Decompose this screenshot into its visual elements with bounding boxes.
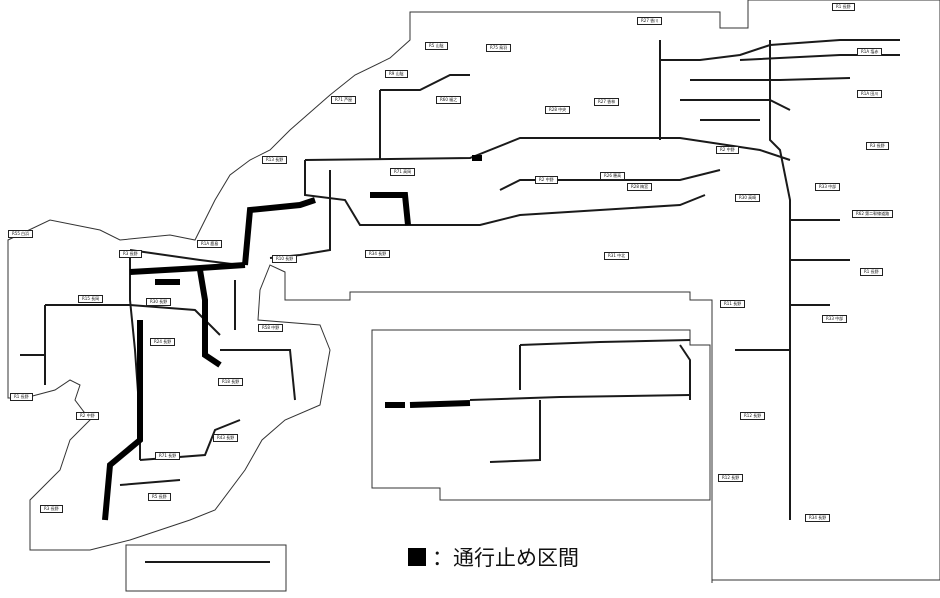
closure-segments bbox=[102, 155, 482, 521]
route-label: R1 長野 bbox=[860, 268, 883, 276]
route-label: R71 芦屋 bbox=[331, 96, 357, 104]
route-label: R1A 鹿島 bbox=[197, 240, 223, 248]
route-label: R3 長野 bbox=[119, 250, 142, 258]
route-label: R11 長野 bbox=[720, 300, 746, 308]
route-label: R5 山陰 bbox=[425, 42, 448, 50]
route-label: R30 長野 bbox=[146, 298, 172, 306]
route-label: R71 長野 bbox=[155, 452, 181, 460]
route-label: R3 長野 bbox=[866, 142, 889, 150]
route-label: R55 白浜 bbox=[8, 230, 34, 238]
route-label: R3 長野 bbox=[40, 505, 63, 513]
inner-region-boundary bbox=[371, 329, 711, 501]
route-label: R2 中野 bbox=[76, 412, 99, 420]
route-label: R30 高崎 bbox=[735, 194, 761, 202]
route-label: R1 長野 bbox=[10, 393, 33, 401]
route-label: R9 山陰 bbox=[385, 70, 408, 78]
route-label: R18 長野 bbox=[218, 378, 244, 386]
route-label: R15 長岡 bbox=[78, 295, 104, 303]
inset-box bbox=[125, 544, 287, 592]
route-label: R2 中野 bbox=[716, 146, 739, 154]
route-label: R2 中野 bbox=[535, 176, 558, 184]
route-label: R71 高岡 bbox=[390, 168, 416, 176]
route-label: R1 長野 bbox=[832, 3, 855, 11]
route-label: R60 福之 bbox=[436, 96, 462, 104]
route-label: R34 長野 bbox=[365, 250, 391, 258]
route-label: R34 長野 bbox=[805, 514, 831, 522]
legend-label: ：通行止め区間 bbox=[432, 546, 579, 570]
route-label: R31 中北 bbox=[604, 252, 630, 260]
region-boundary bbox=[7, 0, 940, 581]
route-label: R1A 田川 bbox=[857, 90, 883, 98]
road-network bbox=[20, 39, 900, 563]
map-legend: ：通行止め区間 bbox=[408, 540, 579, 574]
route-label: R33 中部 bbox=[815, 183, 841, 191]
route-label: R1A 塩赤 bbox=[857, 48, 883, 56]
route-label: R62 第二幹線道路 bbox=[852, 210, 894, 218]
route-label: R28 梅宮 bbox=[627, 183, 653, 191]
route-label: R26 穂高 bbox=[600, 172, 626, 180]
route-label: R58 中野 bbox=[258, 324, 284, 332]
route-label: R13 長野 bbox=[262, 156, 288, 164]
route-label: R10 長野 bbox=[272, 255, 298, 263]
route-label: R75 鳥羽 bbox=[486, 44, 512, 52]
route-label: R24 長野 bbox=[150, 338, 176, 346]
route-label: R27 香林 bbox=[594, 98, 620, 106]
route-label: R33 中部 bbox=[822, 315, 848, 323]
route-label: R27 香川 bbox=[637, 17, 663, 25]
route-label: R43 長野 bbox=[213, 434, 239, 442]
route-label: R12 長野 bbox=[740, 412, 766, 420]
route-label: R12 長野 bbox=[718, 474, 744, 482]
route-label: R5 長野 bbox=[148, 493, 171, 501]
closure-swatch-icon bbox=[408, 548, 426, 566]
route-label: R28 中央 bbox=[545, 106, 571, 114]
